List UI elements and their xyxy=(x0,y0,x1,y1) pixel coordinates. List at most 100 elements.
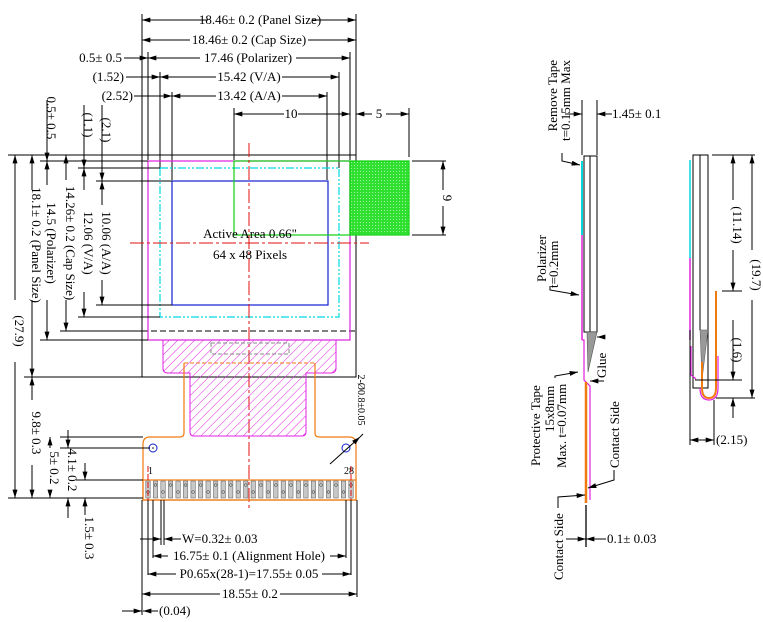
va-width-label: 15.42 (V/A) xyxy=(217,69,281,84)
fpc-pin xyxy=(341,480,346,499)
polarizer-thickness-label: t=0.2mm xyxy=(546,241,561,288)
polarizer-offset-label: 0.5± 0.5 xyxy=(79,50,122,65)
dim-panel-size-h: 18.46± 0.2 (Panel Size) xyxy=(141,12,356,27)
pin-via xyxy=(334,483,338,487)
pin-via xyxy=(236,490,240,494)
pin-via xyxy=(183,483,188,487)
pitch-label: P0.65x(28-1)=17.55± 0.05 xyxy=(180,566,319,581)
dim-va-h: (1.52) 15.42 (V/A) xyxy=(93,69,339,84)
dim-panel-v: 18.1± 0.2 (Panel Size) xyxy=(29,154,44,377)
lower-length-label: (1.6) xyxy=(730,338,745,363)
remove-tape-thickness-label: t=0.15mm Max xyxy=(558,60,573,141)
fpc-pin xyxy=(243,480,249,499)
dim-cap-v: 14.26± 0.2 (Cap Size) xyxy=(63,154,78,331)
panel-height-label: 18.1± 0.2 (Panel Size) xyxy=(29,187,44,303)
tape-width-label: 10 xyxy=(285,106,298,121)
remove-tape-tab xyxy=(349,160,410,236)
polarizer-v-offset-label: 0.5± 0.5 xyxy=(44,97,59,140)
fpc-thickness-label: 0.1± 0.03 xyxy=(607,531,656,546)
dim-aa-h: (2.52) 13.42 (A/A) xyxy=(102,88,327,103)
fpc-pin xyxy=(280,480,286,499)
fpc-pin xyxy=(213,480,219,499)
fpc-pin xyxy=(183,480,189,499)
bent-view: (11.14) (19.7) (1.6) (2.15) xyxy=(689,154,763,447)
fpc-pin xyxy=(295,480,301,499)
glue-label: Glue xyxy=(594,353,609,379)
dim-aa-v: (2.1) 10.06 (A/A) xyxy=(99,105,114,305)
driver-ic-hatched-area xyxy=(162,339,337,437)
hole-leader xyxy=(329,436,361,465)
dim-va-v: (1.1) 12.06 (V/A) xyxy=(81,105,96,317)
polarizer-width-label: 17.46 (Polarizer) xyxy=(204,50,292,65)
active-area-label: Active Area 0.66" xyxy=(203,226,297,241)
pin-via xyxy=(168,483,173,487)
fpc-pin xyxy=(258,480,264,499)
fpc-length-label: 9.8± 0.3 xyxy=(29,412,44,455)
dim-cap-size-h: 18.46± 0.2 (Cap Size) xyxy=(141,32,356,47)
pin-via xyxy=(259,483,263,487)
depth-label: (2.15) xyxy=(716,432,747,447)
alignment-hole-label: 16.75± 0.1 (Alignment Hole) xyxy=(173,548,325,563)
fpc-pin xyxy=(198,480,204,499)
pin-via xyxy=(274,483,278,487)
bottom-extension-lines xyxy=(141,500,358,615)
pad-length-label: 1.5± 0.3 xyxy=(82,517,97,560)
fpc-width-label: 18.55± 0.2 xyxy=(222,586,278,601)
tape-overhang-label: 5 xyxy=(376,106,383,121)
offset-label: (0.04) xyxy=(159,603,190,618)
fpc-pin xyxy=(228,480,234,499)
protective-tape-label: Protective Tape xyxy=(528,385,543,466)
polarizer-label: Polarizer xyxy=(534,234,549,282)
pin-via xyxy=(198,483,203,487)
fpc-pin xyxy=(325,480,331,499)
dim-alignment-hole: 16.75± 0.1 (Alignment Hole) xyxy=(152,548,346,563)
hole-row-label: 4.1± 0.2 xyxy=(65,449,80,492)
fpc-pin xyxy=(318,480,324,499)
fpc-pin xyxy=(205,480,211,499)
pin-via xyxy=(153,483,158,487)
fpc-pin xyxy=(273,480,279,499)
pin-via xyxy=(244,483,248,487)
fpc-pin xyxy=(303,480,309,499)
pin-via xyxy=(319,483,323,487)
pin-via xyxy=(289,483,293,487)
pin-via xyxy=(326,490,331,494)
pin-via xyxy=(176,490,180,494)
pin-via xyxy=(304,483,308,487)
remove-tape-label: Remove Tape xyxy=(545,60,560,132)
pin-width-label: W=0.32± 0.03 xyxy=(182,531,258,546)
fpc-pin xyxy=(235,480,241,499)
dim-tape: 10 5 9 xyxy=(233,106,455,236)
cap-size-label: 18.46± 0.2 (Cap Size) xyxy=(192,32,306,47)
dim-polarizer-v: 0.5± 0.5 14.5 (Polarizer) xyxy=(44,97,59,340)
pin-via xyxy=(311,490,316,494)
pin-via xyxy=(161,490,165,494)
fpc-pin xyxy=(190,480,196,499)
pin-via xyxy=(229,483,233,487)
aa-width-label: 13.42 (A/A) xyxy=(217,88,281,103)
dim-total-v: (27.9) xyxy=(12,154,27,498)
hole-to-edge-label: 5± 0.2 xyxy=(47,451,62,484)
pin-via xyxy=(214,483,218,487)
pin-via xyxy=(206,490,210,494)
top-extension-lines xyxy=(141,14,410,180)
dim-pitch: P0.65x(28-1)=17.55± 0.05 xyxy=(147,566,351,581)
protective-tape-thickness-label: Max. t=0.07mm xyxy=(554,384,569,468)
side-view: 1.45± 0.1 0.1± 0.03 Remove Tape t=0.15mm… xyxy=(528,60,661,580)
front-view: 18.46± 0.2 (Panel Size) 18.46± 0.2 (Cap … xyxy=(8,12,455,618)
dim-offset: (0.04) xyxy=(122,603,190,618)
dim-pin-width: W=0.32± 0.03 xyxy=(140,531,258,546)
cap-height-label: 14.26± 0.2 (Cap Size) xyxy=(63,186,78,300)
aa-offset-label: (2.52) xyxy=(102,88,133,103)
protective-tape-side xyxy=(582,339,591,500)
aa-height-label: 10.06 (A/A) xyxy=(99,211,114,275)
total-length-label: (19.7) xyxy=(749,259,763,290)
pixel-count-label: 64 x 48 Pixels xyxy=(213,247,287,262)
bent-fpc xyxy=(701,291,717,400)
pin-via xyxy=(221,490,225,494)
fpc-pin xyxy=(168,480,174,499)
pin-via xyxy=(341,490,346,494)
fpc-pin-row xyxy=(142,466,357,512)
fpc-pin xyxy=(220,480,226,499)
